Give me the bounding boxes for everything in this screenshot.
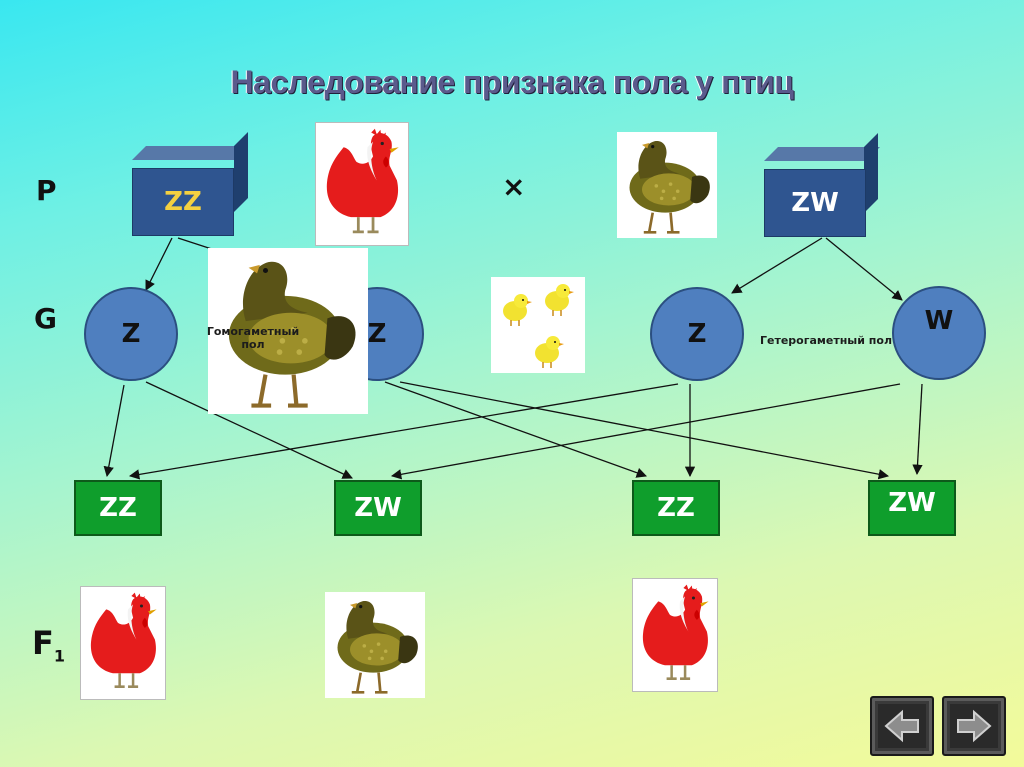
chicks-image [491, 277, 585, 373]
next-slide-button[interactable] [942, 696, 1006, 756]
hen-image [617, 132, 717, 238]
offspring-2: ZW [334, 480, 422, 536]
rooster-image [315, 122, 409, 246]
arrow-left-icon [878, 704, 926, 748]
hen-large-image [208, 248, 368, 414]
prev-slide-button[interactable] [870, 696, 934, 756]
parent-male-box: ZZ [132, 132, 248, 236]
f1-hen-image [325, 592, 425, 698]
arrow-right-icon [950, 704, 998, 748]
cross-symbol: × [502, 170, 526, 203]
row-label-g: G [34, 302, 57, 335]
page-title: Наследование признака пола у птиц [230, 64, 794, 100]
homogametic-note: Гомогаметный пол [206, 325, 300, 351]
offspring-3: ZZ [632, 480, 720, 536]
gamete-male-1: Z [84, 287, 178, 381]
row-label-p: P [36, 174, 57, 207]
heterogametic-note: Гетерогаметный пол [759, 334, 893, 347]
offspring-4: ZW [868, 480, 956, 536]
row-label-f: F [32, 624, 54, 662]
f1-rooster-image-2 [632, 578, 718, 692]
row-label-f1: F1 [32, 624, 65, 665]
gamete-female-2: W [892, 286, 986, 380]
parent-male-genotype: ZZ [132, 168, 234, 236]
parent-female-genotype: ZW [764, 169, 866, 237]
f1-rooster-image-1 [80, 586, 166, 700]
offspring-1: ZZ [74, 480, 162, 536]
parent-female-box: ZW [764, 133, 880, 237]
gamete-female-1: Z [650, 287, 744, 381]
row-label-f-sub: 1 [53, 646, 65, 666]
